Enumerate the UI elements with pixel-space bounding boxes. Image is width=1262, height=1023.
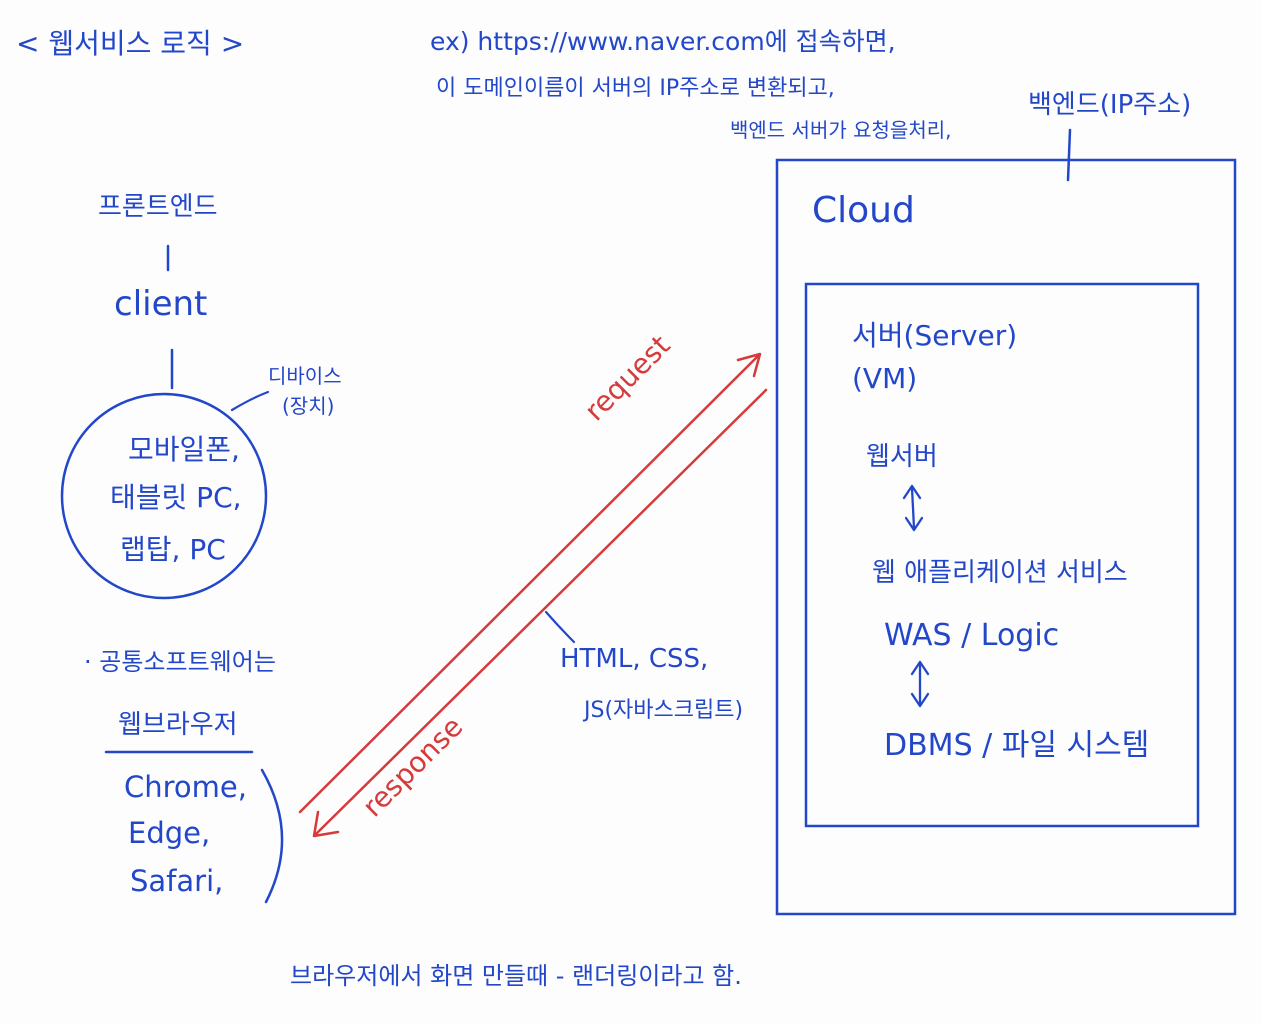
- frontend-label: 프론트엔드: [98, 192, 218, 222]
- webapp-label: 웹 애플리케이션 서비스: [872, 558, 1128, 588]
- dbms-label: DBMS / 파일 시스템: [884, 728, 1150, 763]
- device-laptop: 랩탑, PC: [120, 533, 226, 566]
- backend-label: 백엔드(IP주소): [1028, 90, 1192, 120]
- request-arrow-line: [298, 354, 760, 814]
- software-line-2: 웹브라우저: [118, 710, 238, 740]
- device-mobile: 모바일폰,: [128, 433, 240, 466]
- page-title: < 웹서비스 로직 >: [16, 27, 245, 60]
- browser-safari: Safari,: [130, 864, 224, 898]
- backend-connector: [1066, 128, 1072, 182]
- response-arrow-line: [314, 388, 768, 836]
- browser-edge: Edge,: [128, 816, 211, 850]
- note-line-3: 백엔드 서버가 요청을처리,: [730, 118, 952, 142]
- payload-pointer: [544, 610, 576, 644]
- cloud-box: [775, 158, 1237, 916]
- client-label: client: [114, 284, 208, 324]
- device-note-1: 디바이스: [268, 364, 342, 388]
- was-label: WAS / Logic: [884, 618, 1060, 653]
- was-dbms-double-arrow: [910, 660, 930, 708]
- response-arrowhead: [312, 810, 340, 838]
- server-label-1: 서버(Server): [852, 319, 1018, 352]
- device-circle: [60, 392, 268, 600]
- payload-line-1: HTML, CSS,: [560, 644, 709, 674]
- server-label-2: (VM): [852, 362, 918, 395]
- request-arrowhead: [736, 352, 762, 378]
- software-line-1: · 공통소프트웨어는: [84, 648, 276, 676]
- note-line-1: ex) https://www.naver.com에 접속하면,: [430, 27, 896, 56]
- footer-note: 브라우저에서 화면 만들때 - 랜더링이라고 함.: [290, 962, 742, 990]
- device-tablet: 태블릿 PC,: [110, 481, 242, 514]
- webserver-label: 웹서버: [866, 442, 938, 472]
- webserver-was-double-arrow: [902, 484, 924, 532]
- note-line-2: 이 도메인이름이 서버의 IP주소로 변환되고,: [436, 76, 835, 101]
- payload-line-2: JS(자바스크립트): [584, 698, 744, 723]
- browser-bracket: [260, 768, 284, 904]
- browser-chrome: Chrome,: [124, 770, 247, 804]
- server-box: [804, 282, 1200, 828]
- device-note-2: (장치): [282, 394, 335, 418]
- cloud-label: Cloud: [812, 190, 915, 231]
- device-note-pointer: [230, 390, 270, 412]
